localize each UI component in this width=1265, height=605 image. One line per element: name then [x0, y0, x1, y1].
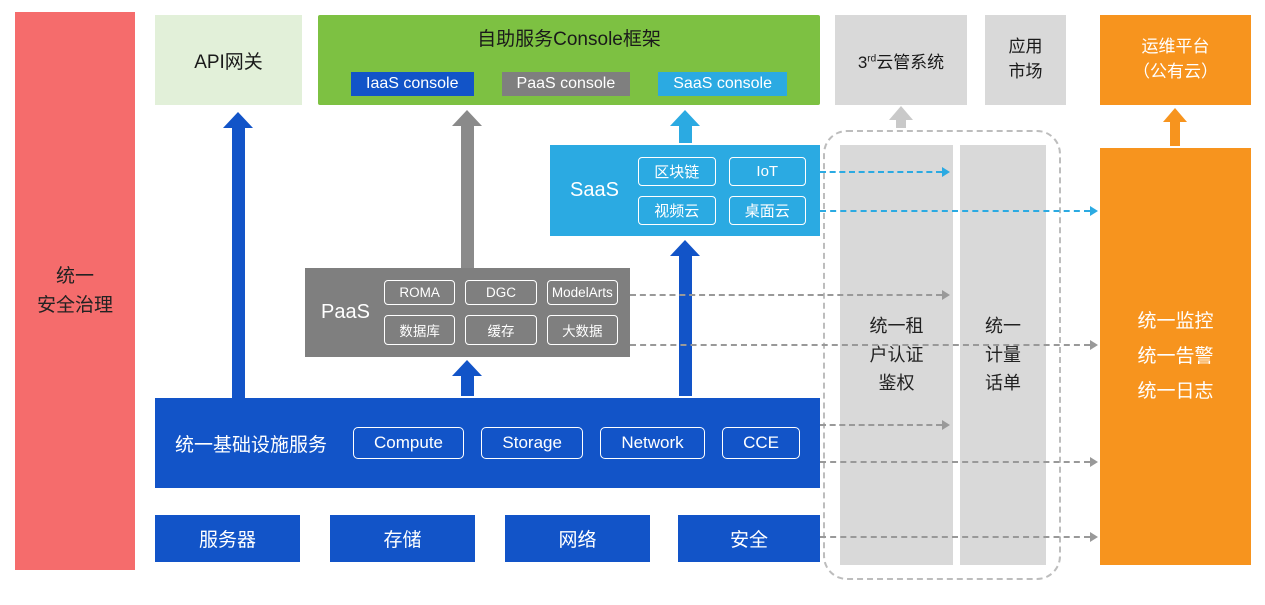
- connector-saas-to-tenant-auth-arrowhead: [942, 167, 950, 177]
- paas-service-chip-modelarts: ModelArts: [546, 280, 618, 305]
- saas-service-chip-blockchain: 区块链: [638, 156, 716, 186]
- infrastructure-box: 统一基础设施服务 Compute Storage Network CCE: [155, 398, 820, 488]
- tenant-auth-bar: 统一租 户认证 鉴权: [840, 145, 953, 565]
- connector-resources-to-monitor-arrowhead: [1090, 532, 1098, 542]
- connector-saas-to-monitor-arrowhead: [1090, 206, 1098, 216]
- arrow-head: [670, 240, 700, 256]
- paas-service-chip-cache: 缓存: [465, 315, 537, 345]
- arrow-shaft: [231, 128, 245, 398]
- arrow-head: [223, 112, 253, 128]
- third-party-prefix: 3: [857, 52, 868, 72]
- saas-box: SaaS 区块链 IoT 视频云 桌面云: [550, 145, 820, 236]
- connector-paas-to-monitor-arrowhead: [1090, 340, 1098, 350]
- security-governance-bar: 统一 安全治理: [15, 12, 135, 570]
- saas-service-chip-iot: IoT: [728, 156, 806, 186]
- arrow-head: [889, 106, 913, 120]
- arrow-infra-to-api-gateway: [223, 112, 253, 398]
- arrow-saas-to-console: [670, 110, 700, 143]
- console-frame-title: 自助服务Console框架: [477, 29, 661, 50]
- arrow-infra-to-saas: [670, 240, 700, 396]
- saas-services-grid: 区块链 IoT 视频云 桌面云: [638, 156, 806, 225]
- connector-infra-to-monitor-arrowhead: [1090, 457, 1098, 467]
- arrow-shaft: [678, 256, 692, 396]
- connector-saas-to-monitor: [820, 210, 1090, 212]
- paas-box: PaaS ROMA DGC ModelArts 数据库 缓存 大数据: [305, 268, 630, 357]
- third-party-superscript: rd: [867, 52, 877, 64]
- saas-service-chip-video-cloud: 视频云: [638, 195, 716, 225]
- paas-service-chip-bigdata: 大数据: [546, 315, 618, 345]
- arrow-monitor-to-ops-platform: [1163, 108, 1187, 146]
- connector-infra-to-tenant-auth-arrowhead: [942, 420, 950, 430]
- connector-paas-to-tenant-auth-arrowhead: [942, 290, 950, 300]
- third-party-suffix: 云管系统: [876, 52, 945, 72]
- infra-service-chip-compute: Compute: [353, 427, 464, 459]
- infra-service-chip-network: Network: [600, 427, 705, 459]
- connector-resources-to-monitor: [820, 536, 1090, 538]
- arrow-shaft: [1170, 122, 1180, 146]
- arrow-shared-to-cloud-mgmt: [889, 106, 913, 128]
- connector-infra-to-monitor: [820, 461, 1090, 463]
- infra-service-chip-cce: CCE: [722, 427, 800, 459]
- paas-service-chip-database: 数据库: [383, 315, 456, 345]
- api-gateway-box: API网关: [155, 15, 302, 105]
- saas-label: SaaS: [570, 179, 619, 201]
- resource-box-storage: 存储: [330, 515, 475, 562]
- app-market-box: 应用 市场: [985, 15, 1066, 105]
- arrow-shaft: [460, 376, 474, 396]
- arrow-head: [452, 360, 482, 376]
- arrow-paas-to-console: [452, 110, 482, 268]
- arrow-head: [452, 110, 482, 126]
- console-frame: 自助服务Console框架 IaaS console PaaS console …: [318, 15, 820, 105]
- iaas-console-button: IaaS console: [351, 72, 474, 96]
- arrow-shaft: [460, 126, 474, 268]
- arrow-shaft: [896, 120, 906, 128]
- third-party-cloud-mgmt-box: 3rd云管系统: [835, 15, 967, 105]
- monitoring-alarm-log-bar: 统一监控 统一告警 统一日志: [1100, 148, 1251, 565]
- arrow-head: [1163, 108, 1187, 122]
- paas-service-chip-dgc: DGC: [465, 280, 537, 305]
- arrow-head: [670, 110, 700, 126]
- shared-services-dashed-outline: [823, 130, 1061, 580]
- third-party-cloud-mgmt-label: 3rd云管系统: [858, 48, 944, 73]
- connector-paas-to-monitor: [630, 344, 1090, 346]
- infrastructure-services-row: Compute Storage Network CCE: [353, 427, 800, 459]
- console-buttons-row: IaaS console PaaS console SaaS console: [318, 72, 820, 96]
- arrow-infra-to-paas: [452, 360, 482, 396]
- resource-box-network: 网络: [505, 515, 650, 562]
- saas-console-button: SaaS console: [658, 72, 787, 96]
- infra-service-chip-storage: Storage: [481, 427, 583, 459]
- resource-box-security: 安全: [678, 515, 820, 562]
- metering-billing-bar: 统一 计量 话单: [960, 145, 1046, 565]
- saas-service-chip-desktop-cloud: 桌面云: [728, 195, 806, 225]
- infrastructure-label: 统一基础设施服务: [175, 434, 328, 456]
- connector-paas-to-tenant-auth: [630, 294, 942, 296]
- connector-infra-to-tenant-auth: [820, 424, 942, 426]
- paas-label: PaaS: [321, 301, 370, 323]
- paas-service-chip-roma: ROMA: [383, 280, 456, 305]
- paas-console-button: PaaS console: [501, 72, 631, 96]
- connector-saas-to-tenant-auth: [820, 171, 942, 173]
- arrow-shaft: [678, 126, 692, 143]
- resource-box-server: 服务器: [155, 515, 300, 562]
- paas-services-grid: ROMA DGC ModelArts 数据库 缓存 大数据: [383, 280, 618, 345]
- ops-platform-box: 运维平台 （公有云）: [1100, 15, 1251, 105]
